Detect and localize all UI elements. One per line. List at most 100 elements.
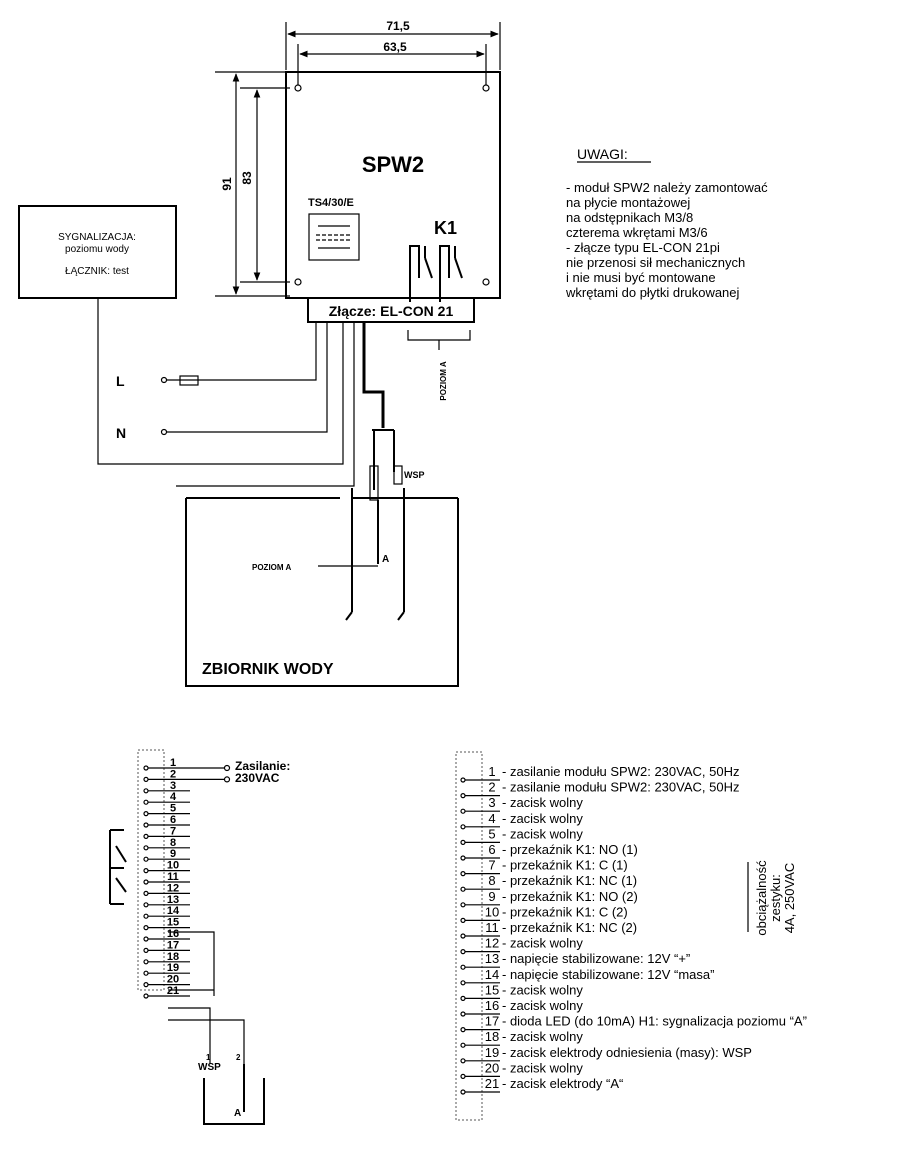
- legend-number: 16: [485, 998, 499, 1013]
- left-terminal: 21: [143, 985, 190, 999]
- legend-desc: - dioda LED (do 10mA) H1: sygnalizacja p…: [502, 1014, 807, 1029]
- dim-height-inner-label: 83: [240, 171, 254, 185]
- terminal-pin-icon: [143, 913, 149, 919]
- legend-desc: - przekaźnik K1: NO (2): [502, 889, 638, 904]
- terminal-pin-icon: [143, 856, 149, 862]
- left-terminal: 1: [143, 757, 231, 772]
- legend-row: 20- zacisk wolny: [460, 1060, 583, 1080]
- left-terminal: 3: [143, 780, 190, 794]
- signal-line2: poziomu wody: [65, 244, 129, 255]
- legend-row: 21- zacisk elektrody “A“: [460, 1076, 623, 1095]
- supply-label-2: 230VAC: [235, 771, 280, 785]
- legend-desc: - zacisk elektrody odniesienia (masy): W…: [502, 1045, 752, 1060]
- terminal-pin-icon: [143, 890, 149, 897]
- left-terminal-number: 14: [167, 905, 180, 917]
- notes: UWAGI: - moduł SPW2 należy zamontować na…: [565, 146, 768, 300]
- terminal-pin-icon: [460, 964, 466, 970]
- left-terminal-number: 20: [167, 974, 179, 986]
- left-e1-label: 1: [206, 1053, 211, 1062]
- water-tank: A POZIOM A ZBIORNIK WODY: [185, 488, 459, 687]
- poziom-a-vertical: POZIOM A: [439, 361, 448, 400]
- legend-number: 11: [485, 920, 499, 935]
- relay-label: K1: [434, 218, 457, 238]
- legend-row: 2- zasilanie modułu SPW2: 230VAC, 50Hz: [460, 780, 739, 799]
- connector-el-con-21: Złącze: EL-CON 21: [307, 297, 475, 323]
- left-terminal-number: 21: [167, 985, 179, 997]
- left-terminal-number: 13: [167, 894, 179, 906]
- terminal-pin-icon: [143, 879, 149, 885]
- dimension-height-inner: 83: [240, 87, 290, 283]
- legend-number: 2: [488, 780, 495, 795]
- left-terminal: 10: [143, 860, 190, 874]
- left-terminal: 8: [143, 837, 190, 851]
- legend-desc: - zacisk wolny: [502, 811, 583, 826]
- tank-label: ZBIORNIK WODY: [202, 661, 334, 678]
- legend-desc: - zacisk wolny: [502, 1029, 583, 1044]
- legend-row: 1- zasilanie modułu SPW2: 230VAC, 50Hz: [460, 764, 739, 783]
- legend-desc: - zacisk wolny: [502, 826, 583, 841]
- left-terminal-number: 8: [170, 837, 176, 849]
- legend-row: 6- przekaźnik K1: NO (1): [460, 842, 638, 861]
- legend-number: 12: [485, 936, 499, 951]
- left-terminal-number: 7: [170, 825, 176, 837]
- left-terminal-number: 9: [170, 848, 176, 860]
- legend-number: 5: [488, 826, 495, 841]
- terminal-pin-icon: [460, 980, 466, 986]
- legend-number: 17: [485, 1014, 499, 1029]
- supply-label-1: Zasilanie:: [235, 759, 290, 773]
- legend-row: 16- zacisk wolny: [460, 998, 583, 1017]
- terminal-pin-icon: [460, 948, 466, 955]
- left-terminal: 9: [143, 848, 190, 862]
- terminal-pin-icon: [460, 808, 466, 814]
- left-terminal: 11: [143, 871, 190, 885]
- module-title: SPW2: [362, 152, 424, 177]
- legend-desc: - napięcie stabilizowane: 12V “+”: [502, 951, 690, 966]
- left-terminal: 18: [143, 951, 190, 965]
- terminal-pin-icon: [143, 845, 149, 851]
- terminal-pin-icon: [460, 1042, 466, 1048]
- left-e2-label: 2: [236, 1053, 241, 1062]
- note-line: wkrętami do płytki drukowanej: [565, 285, 740, 300]
- terminal-pin-icon: [143, 947, 149, 954]
- dimension-width-inner: 63,5: [297, 40, 487, 85]
- legend-row: 5 - zacisk wolny: [460, 826, 583, 846]
- legend-desc: - przekaźnik K1: NC (2): [502, 920, 637, 935]
- left-terminal: 5: [143, 803, 190, 817]
- legend-number: 3: [488, 795, 495, 810]
- load-label-1: obciążalność: [754, 860, 769, 936]
- terminal-pin-icon: [143, 867, 149, 874]
- left-terminal-number: 18: [167, 951, 179, 963]
- legend-number: 4: [488, 811, 495, 826]
- terminal-pin-icon: [143, 822, 149, 828]
- notes-title: UWAGI:: [577, 146, 628, 162]
- terminal-pin-icon: [460, 870, 466, 877]
- left-terminal-number: 17: [167, 939, 179, 951]
- note-line: na odstępnikach M3/8: [566, 210, 693, 225]
- legend-desc: - zacisk wolny: [502, 936, 583, 951]
- terminal-pin-icon: [143, 993, 149, 999]
- left-terminal: 6: [143, 814, 190, 828]
- mains-n-label: N: [116, 425, 126, 441]
- left-terminal: 14: [143, 905, 190, 919]
- terminal-pin-icon: [460, 1058, 466, 1064]
- terminal-pin-icon: [143, 936, 149, 942]
- terminal-pin-icon: [460, 824, 466, 830]
- terminal-pin-icon: [460, 1011, 466, 1017]
- terminal-pin-icon: [460, 839, 466, 846]
- legend-row: 10- przekaźnik K1: C (2): [460, 904, 628, 924]
- terminal-pin-icon: [143, 765, 149, 771]
- legend-number: 14: [485, 967, 499, 982]
- left-terminal: 12: [143, 882, 190, 897]
- legend-desc: - zacisk wolny: [502, 795, 583, 810]
- dimension-width-outer: 71,5: [285, 19, 501, 70]
- legend-number: 9: [488, 889, 495, 904]
- legend-row: 18- zacisk wolny: [460, 1029, 583, 1048]
- legend-number: 20: [485, 1060, 499, 1075]
- dim-outer-label: 71,5: [386, 19, 410, 33]
- terminal-pin-icon: [143, 776, 149, 783]
- legend-row: 19- zacisk elektrody odniesienia (masy):…: [460, 1045, 752, 1064]
- wires: [97, 298, 355, 487]
- terminal-pin-icon: [143, 810, 149, 817]
- left-terminal-number: 3: [170, 780, 176, 792]
